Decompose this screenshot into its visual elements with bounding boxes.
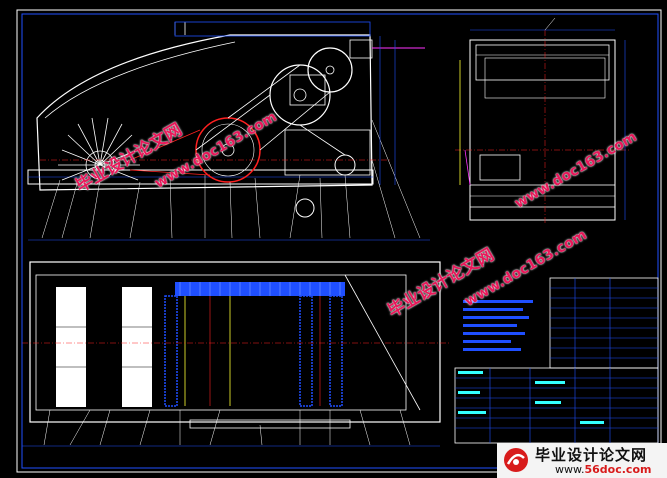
top-pulley xyxy=(307,47,353,93)
motor-box xyxy=(284,129,371,176)
parts-list xyxy=(549,277,659,369)
footer-url[interactable]: www.56doc.com xyxy=(555,463,651,476)
footer-url-prefix: www. xyxy=(555,463,585,476)
footer-url-domain: 56doc.com xyxy=(584,463,652,476)
drawing-border xyxy=(16,9,662,473)
logo-icon xyxy=(504,448,528,472)
white-panel-left xyxy=(56,287,86,407)
housing-curve xyxy=(36,34,373,191)
roller-left xyxy=(164,295,178,407)
footer-watermark: 毕业设计论文网 www.56doc.com xyxy=(497,443,667,478)
plan-frame xyxy=(29,261,441,423)
drawing-inner-frame xyxy=(21,13,659,469)
title-table xyxy=(454,367,659,444)
small-pulley xyxy=(334,154,356,176)
plan-view xyxy=(21,261,450,447)
white-panel-right xyxy=(122,287,152,407)
side-view xyxy=(455,17,630,225)
tech-notes xyxy=(463,300,533,351)
roller-right xyxy=(329,295,343,407)
title-block xyxy=(454,277,659,444)
roller-mid xyxy=(299,295,313,407)
side-frame xyxy=(469,39,616,221)
footer-title: 毕业设计论文网 xyxy=(535,446,648,464)
wheel xyxy=(295,198,315,218)
upper-pulley xyxy=(269,64,331,126)
brush-bristles xyxy=(179,282,341,296)
front-view xyxy=(27,21,430,241)
